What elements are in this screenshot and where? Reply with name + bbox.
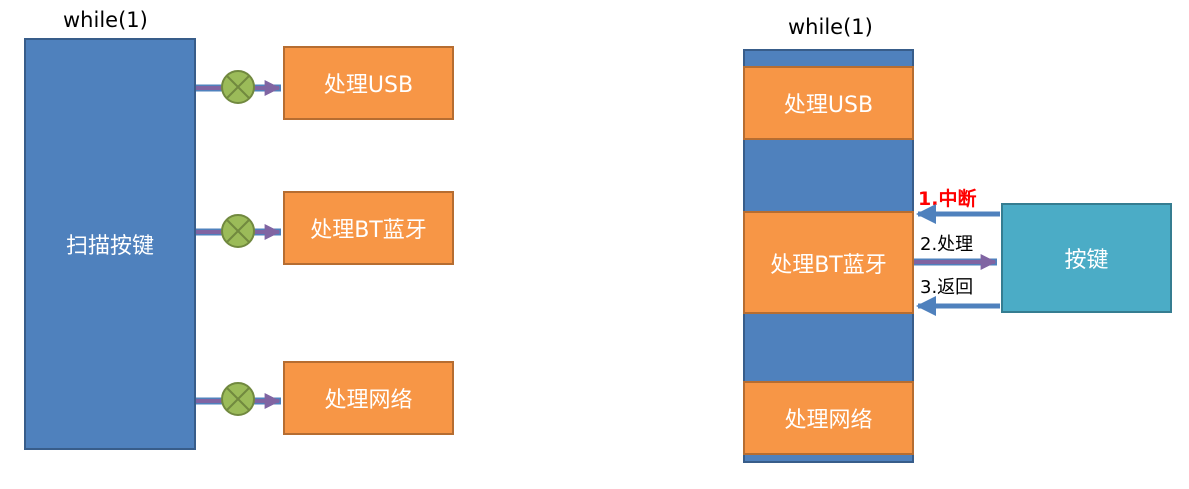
step-process-label: 2.处理 bbox=[920, 234, 974, 255]
right-task-network: 处理网络 bbox=[743, 381, 914, 455]
scan-keys-label: 扫描按键 bbox=[65, 234, 154, 259]
right-loop-label: while(1) bbox=[788, 15, 873, 39]
left-connector-network bbox=[196, 382, 281, 416]
right-task-bt: 处理BT蓝牙 bbox=[743, 211, 914, 314]
left-connector-usb bbox=[196, 70, 281, 104]
key-block-label: 按键 bbox=[1064, 248, 1109, 273]
switch-icon bbox=[221, 214, 255, 248]
left-task-network: 处理网络 bbox=[283, 361, 454, 435]
key-block: 按键 bbox=[1001, 203, 1172, 313]
left-task-usb: 处理USB bbox=[283, 46, 454, 120]
step-return-label: 3.返回 bbox=[920, 277, 974, 298]
right-task-usb: 处理USB bbox=[743, 66, 914, 140]
left-connector-bt bbox=[196, 214, 281, 248]
left-task-bt-label: 处理BT蓝牙 bbox=[310, 218, 427, 243]
switch-icon bbox=[221, 70, 255, 104]
left-task-usb-label: 处理USB bbox=[323, 73, 414, 98]
left-loop-label: while(1) bbox=[63, 8, 148, 32]
switch-icon bbox=[221, 382, 255, 416]
left-task-bt: 处理BT蓝牙 bbox=[283, 191, 454, 265]
scan-keys-block: 扫描按键 bbox=[24, 38, 196, 450]
left-task-network-label: 处理网络 bbox=[324, 388, 413, 413]
right-task-usb-label: 处理USB bbox=[783, 93, 874, 118]
right-task-bt-label: 处理BT蓝牙 bbox=[770, 252, 887, 278]
right-task-network-label: 处理网络 bbox=[784, 408, 873, 433]
